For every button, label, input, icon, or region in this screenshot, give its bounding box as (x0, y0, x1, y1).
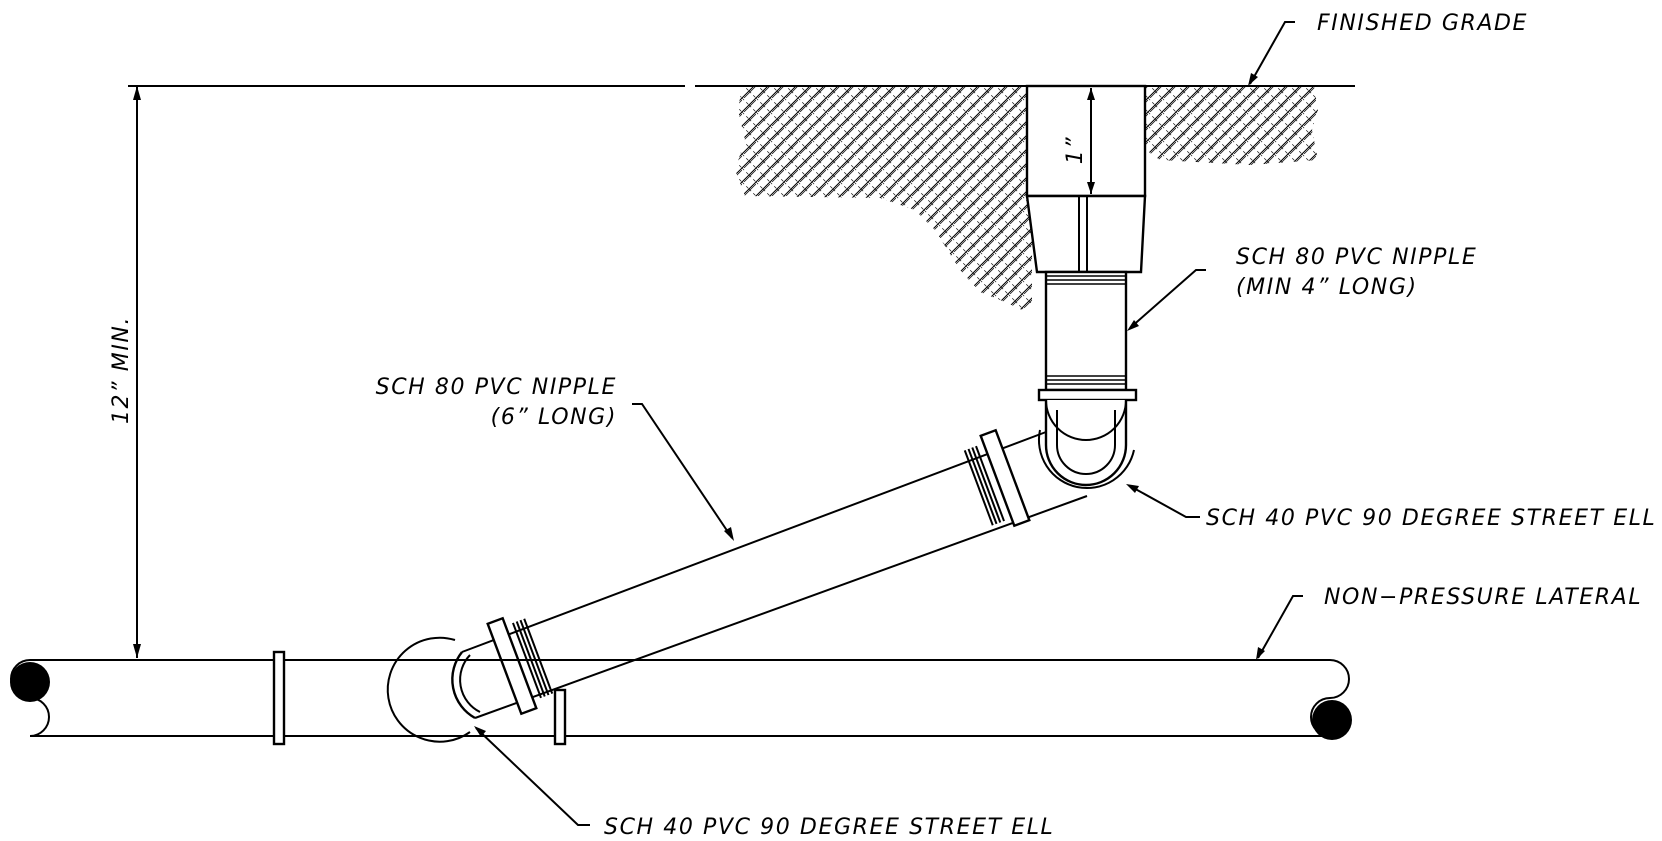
cleanout-fitting (1025, 84, 1147, 274)
pipe-break-right (1312, 700, 1352, 740)
depth-dimension: 12” MIN. (109, 86, 141, 658)
soil-hatch (735, 86, 1318, 310)
label-non-pressure-lateral: NON−PRESSURE LATERAL (1324, 585, 1642, 610)
lateral-pipe (10, 650, 1352, 746)
leader-nipple-diagonal (632, 403, 734, 541)
label-street-ell-lower: SCH 40 PVC 90 DEGREE STREET ELL (604, 815, 1054, 840)
leader-street-ell-lower (474, 726, 590, 826)
cap-dimension: 1” (1063, 88, 1095, 194)
label-finished-grade: FINISHED GRADE (1317, 11, 1528, 36)
pipe-break-left (10, 662, 50, 702)
leader-street-ell-upper (1126, 484, 1200, 518)
lower-street-ell (386, 636, 481, 743)
label-nipple-diagonal-line1: SCH 80 PVC NIPPLE (376, 375, 617, 400)
label-nipple-diagonal-line2: (6” LONG) (491, 405, 617, 430)
cap-dimension-label: 1” (1063, 136, 1088, 165)
upper-street-ell (1037, 399, 1135, 490)
vertical-nipple (1037, 270, 1138, 402)
label-nipple-vertical-line1: SCH 80 PVC NIPPLE (1236, 245, 1477, 270)
leader-nipple-vertical (1127, 269, 1206, 331)
depth-dimension-label: 12” MIN. (109, 316, 134, 424)
leader-finished-grade (1248, 21, 1295, 86)
leader-non-pressure-lateral (1256, 595, 1303, 660)
label-nipple-vertical-line2: (MIN 4” LONG) (1236, 275, 1418, 300)
label-street-ell-upper: SCH 40 PVC 90 DEGREE STREET ELL (1206, 506, 1656, 531)
diagonal-nipple (461, 428, 1088, 719)
